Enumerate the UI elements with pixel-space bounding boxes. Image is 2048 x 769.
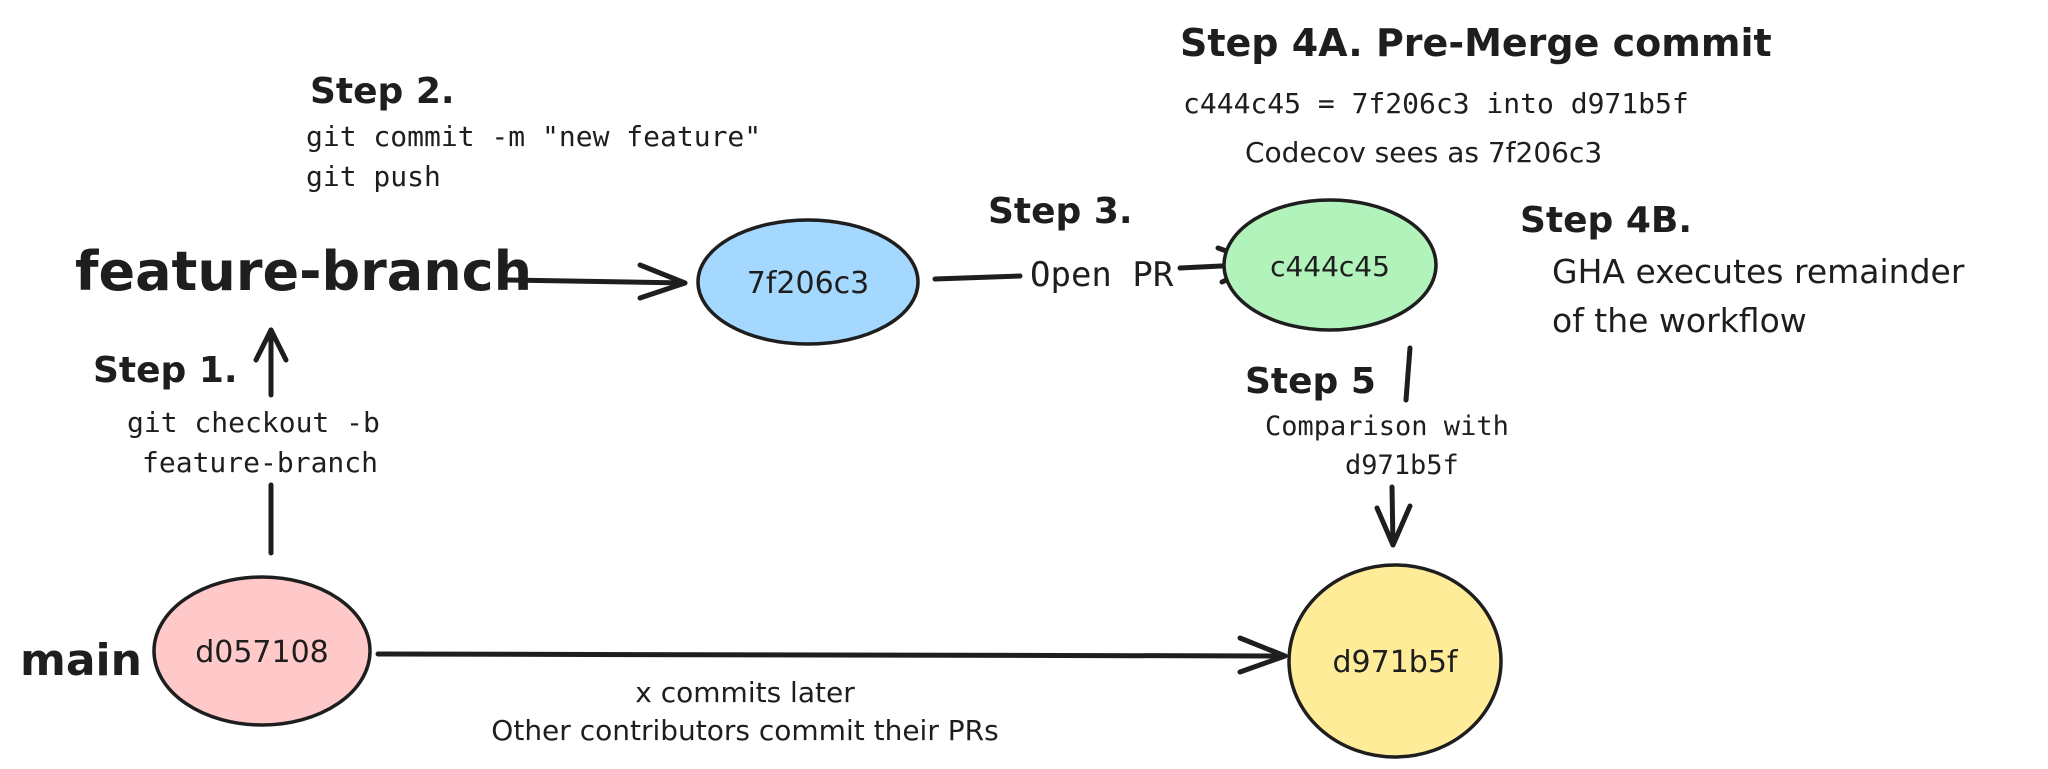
step5-title: Step 5 bbox=[1245, 361, 1376, 402]
commit-node-d971b5f: d971b5f bbox=[1287, 563, 1503, 759]
step4b-title: Step 4B. bbox=[1520, 200, 1692, 241]
main-note-line1: x commits later bbox=[635, 676, 855, 709]
step2-command-line1: git commit -m "new feature" bbox=[306, 120, 761, 153]
open-pr-label: Open PR bbox=[1030, 255, 1174, 295]
checkout-arrow bbox=[253, 327, 289, 556]
commit-node-c444c45: c444c45 bbox=[1222, 198, 1438, 332]
step5-line1: Comparison with bbox=[1265, 411, 1509, 442]
step4a-line2: Codecov sees as 7f206c3 bbox=[1245, 136, 1602, 169]
step1-command-line1: git checkout -b bbox=[127, 406, 380, 439]
commit-label-7f206c3: 7f206c3 bbox=[747, 266, 870, 301]
step3-title: Step 3. bbox=[988, 191, 1133, 232]
main-note-line2: Other contributors commit their PRs bbox=[491, 714, 998, 747]
step1-command-line2: feature-branch bbox=[142, 446, 378, 479]
push-arrow bbox=[502, 262, 688, 301]
step5-line2: d971b5f bbox=[1345, 450, 1459, 481]
commit-label-c444c45: c444c45 bbox=[1270, 250, 1390, 283]
step2-title: Step 2. bbox=[310, 71, 455, 112]
step2-command-line2: git push bbox=[306, 160, 441, 193]
feature-branch-label: feature-branch bbox=[75, 240, 532, 303]
commit-node-d057108: d057108 bbox=[152, 575, 372, 727]
commit-label-d971b5f: d971b5f bbox=[1333, 645, 1459, 680]
main-branch-arrow bbox=[375, 635, 1288, 675]
step4a-line1: c444c45 = 7f206c3 into d971b5f bbox=[1183, 87, 1689, 120]
step4b-line2: of the workflow bbox=[1552, 301, 1807, 340]
comparison-arrow bbox=[1374, 345, 1413, 548]
step4a-title: Step 4A. Pre-Merge commit bbox=[1180, 21, 1772, 65]
step4b-line1: GHA executes remainder bbox=[1552, 252, 1965, 291]
step1-title: Step 1. bbox=[93, 350, 238, 391]
main-branch-label: main bbox=[20, 635, 142, 686]
commit-label-d057108: d057108 bbox=[195, 635, 329, 670]
commit-node-7f206c3: 7f206c3 bbox=[696, 218, 920, 346]
